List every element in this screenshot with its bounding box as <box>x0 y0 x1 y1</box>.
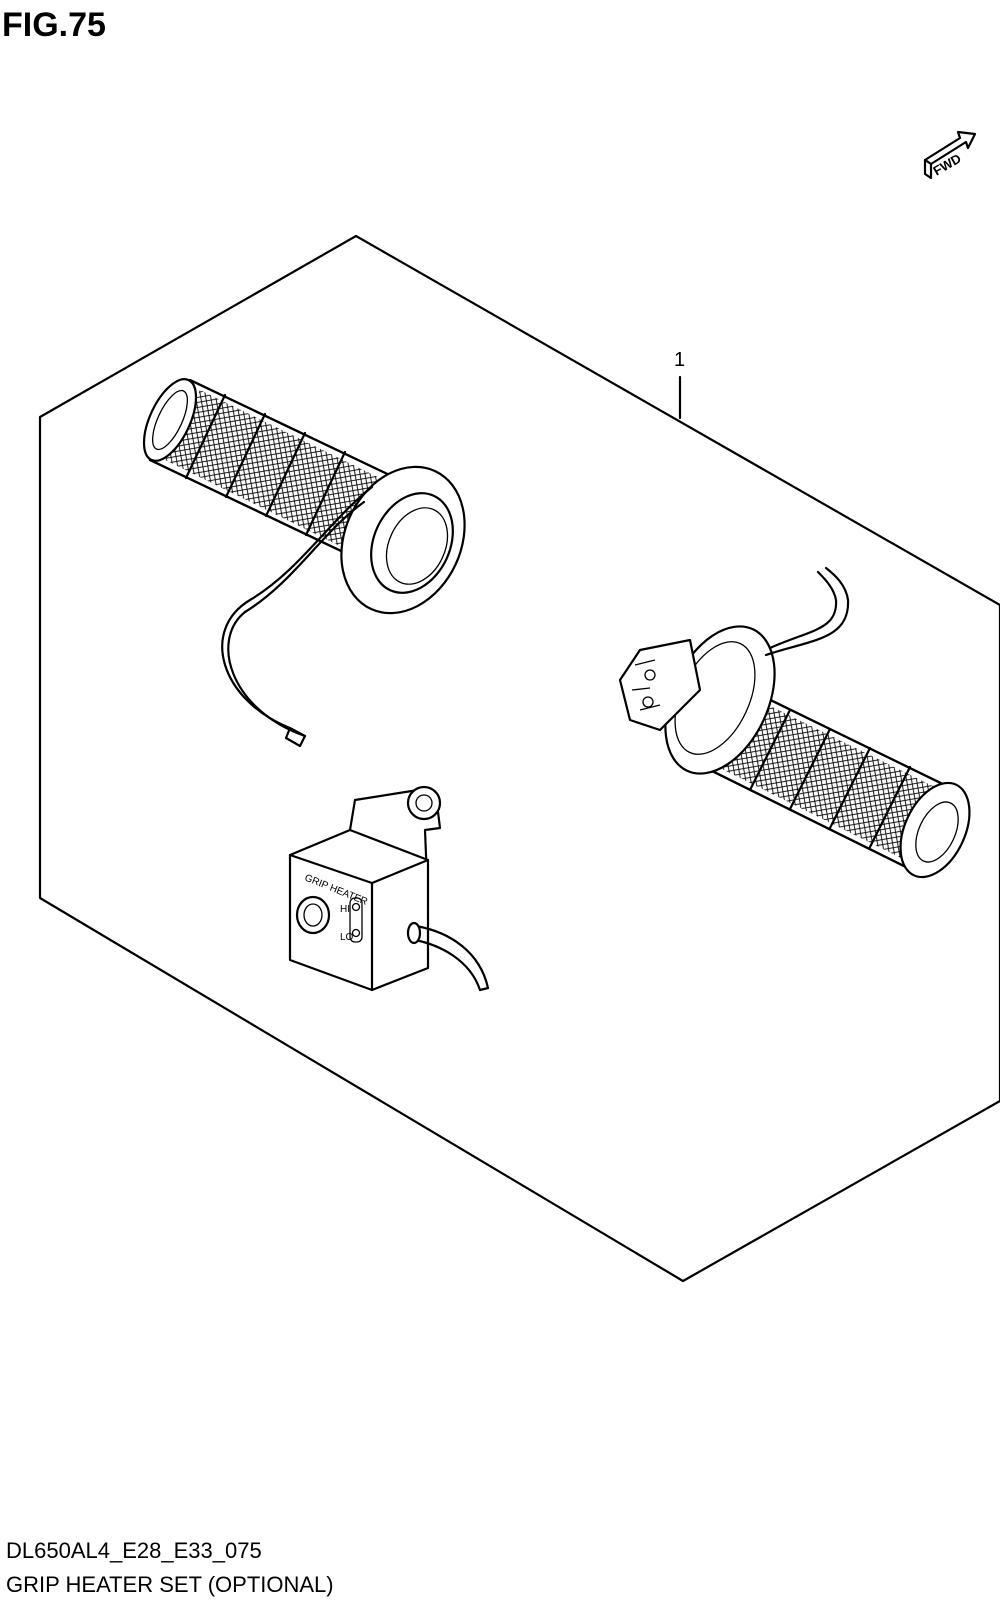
callout-1: 1 <box>674 349 685 371</box>
fwd-arrow-icon: FWD <box>923 130 977 180</box>
grip-heater-switch: GRIP HEATER HI LO <box>288 785 490 992</box>
switch-lo-label: LO <box>340 932 354 943</box>
switch-hi-label: HI <box>340 904 350 915</box>
right-grip <box>618 566 971 879</box>
kit-boundary <box>38 234 1000 1283</box>
figure-title: FIG.75 <box>2 6 106 44</box>
left-grip <box>142 378 466 748</box>
footer-description: GRIP HEATER SET (OPTIONAL) <box>6 1572 334 1597</box>
footer-code: DL650AL4_E28_E33_075 <box>6 1538 262 1563</box>
